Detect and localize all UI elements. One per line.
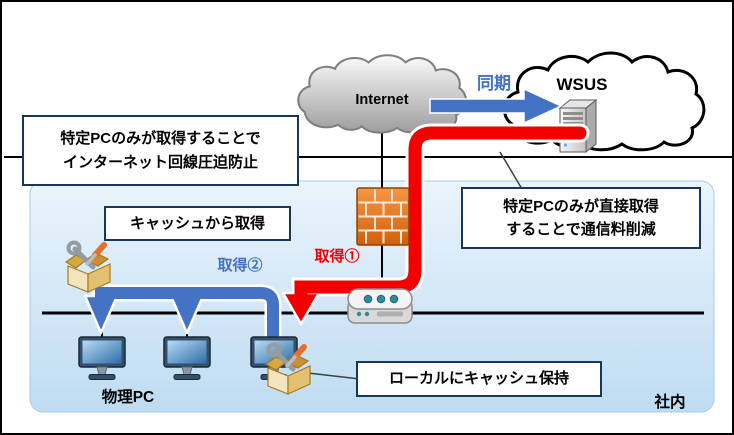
sync-arrow bbox=[429, 87, 563, 125]
callout-local-cache-text: ローカルにキャッシュ保持 bbox=[388, 370, 569, 388]
callout-line-protection-line1: 特定PCのみが取得することで bbox=[60, 130, 261, 148]
cache-fetch-label: 取得② bbox=[217, 257, 263, 274]
direct-fetch-arrow bbox=[281, 123, 590, 326]
sync-arrow-label: 同期 bbox=[477, 74, 511, 93]
cost-reduction-connector-line bbox=[499, 151, 523, 190]
cache-fetch-arrow bbox=[83, 284, 282, 349]
callout-cost-reduction-line2: することで通信料削減 bbox=[506, 221, 656, 238]
client-pc-icon bbox=[78, 336, 126, 380]
callout-line-protection-line2: インターネット回線圧迫防止 bbox=[62, 153, 258, 171]
firewall-icon bbox=[356, 187, 410, 246]
direct-fetch-label: 取得① bbox=[314, 248, 360, 265]
internet-cloud-icon bbox=[297, 54, 467, 134]
callout-cost-reduction-line1: 特定PCのみが直接取得 bbox=[503, 197, 659, 215]
package-tools-icon bbox=[64, 240, 111, 293]
callout-cache-fetch: キャッシュから取得 bbox=[104, 206, 291, 241]
callout-line-protection: 特定PCのみが取得することで インターネット回線圧迫防止 bbox=[22, 115, 299, 186]
local-cache-connector-line bbox=[307, 372, 361, 380]
internet-label: Internet bbox=[355, 92, 409, 108]
callout-cache-fetch-text: キャッシュから取得 bbox=[129, 214, 265, 232]
callout-local-cache: ローカルにキャッシュ保持 bbox=[356, 361, 602, 397]
callout-cost-reduction: 特定PCのみが直接取得 することで通信料削減 bbox=[461, 187, 701, 249]
wsus-label: WSUS bbox=[556, 75, 608, 94]
router-icon bbox=[347, 288, 413, 324]
intranet-label: 社内 bbox=[654, 394, 686, 411]
physical-pc-label: 物理PC bbox=[101, 389, 155, 406]
package-tools-icon bbox=[264, 342, 311, 395]
client-pc-icon bbox=[163, 336, 211, 380]
